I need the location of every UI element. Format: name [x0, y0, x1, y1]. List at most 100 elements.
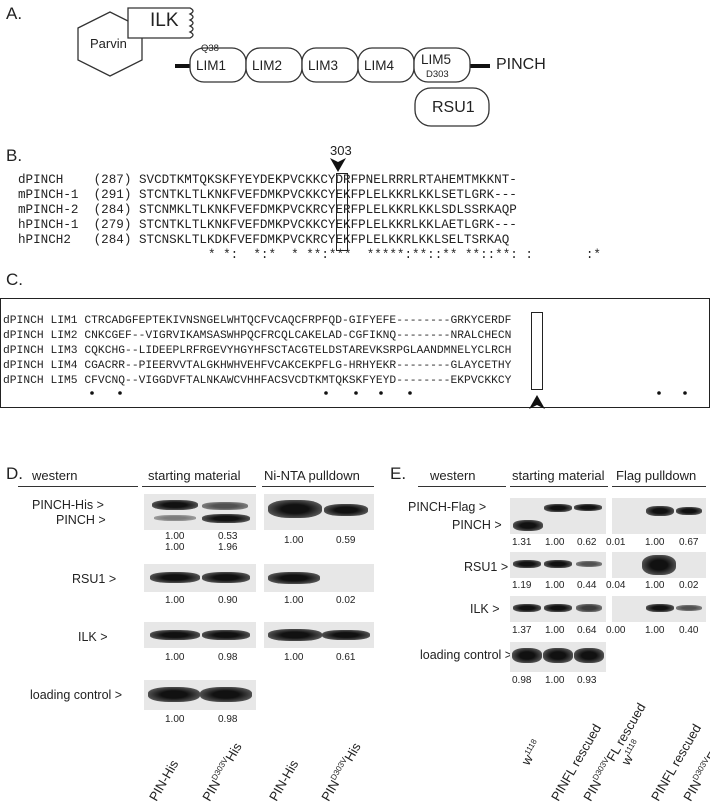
quant-value: 1.00 — [165, 542, 185, 553]
quant-value: 1.00 — [545, 625, 565, 636]
panel-d-label: D. — [6, 464, 23, 483]
ilk-shape — [127, 7, 194, 39]
quant-value: 1.37 — [512, 625, 532, 636]
quant-value: 0.02 — [336, 595, 356, 606]
quant-value: 1.00 — [165, 714, 185, 725]
lane-label: PIN-His — [146, 757, 182, 804]
quant-value: 1.00 — [284, 652, 304, 663]
blot-rsu1-pd — [612, 552, 706, 578]
quant-value: 1.00 — [284, 595, 304, 606]
pinch-text: PINCH — [496, 56, 546, 73]
quant-value: 0.98 — [218, 652, 238, 663]
lane-label: PIND303VHis — [318, 739, 364, 804]
blot-ilk-pd — [264, 622, 374, 648]
pulldown-title: Flag pulldown — [616, 468, 697, 483]
quant-value: 1.00 — [645, 625, 665, 636]
quant-value: 1.00 — [165, 595, 185, 606]
blot-ilk-pd — [612, 596, 706, 622]
panel-a-label: A. — [6, 4, 23, 23]
divider — [142, 486, 256, 487]
quant-value: 0.67 — [679, 537, 699, 548]
starting-material-title: starting material — [148, 468, 241, 483]
blot-loading-sm — [144, 680, 256, 710]
quant-value: 0.53 — [218, 531, 238, 542]
western-title: western — [32, 468, 78, 483]
d303-label: D303 — [426, 69, 449, 80]
lim4-text: LIM4 — [364, 58, 395, 73]
divider — [262, 486, 374, 487]
blot-ilk-sm — [144, 622, 256, 648]
blot-pinch-sm — [144, 494, 256, 530]
parvin-hexagon — [77, 11, 143, 77]
quant-value: 0.61 — [336, 652, 356, 663]
quant-value: 0.02 — [679, 580, 699, 591]
lim-row: dPINCH LIM5 CFVCNQ--VIGGDVFTALNKAWCVHHFA… — [3, 375, 512, 387]
panel-e-label: E. — [390, 464, 407, 483]
pinch-his-label: PINCH-His > — [32, 498, 104, 512]
consensus-row: * *: *:* * **:*** *****:**::** **::**: :… — [208, 248, 601, 262]
panel-c-label: C. — [6, 270, 23, 289]
lane-label: w1118 — [518, 737, 539, 768]
blot-ilk-sm — [510, 596, 606, 622]
q38-label: Q38 — [201, 43, 219, 54]
lim2-text: LIM2 — [252, 58, 283, 73]
lim-row: dPINCH LIM4 CGACRR--PIEERVVTALGKHWHVEHFV… — [3, 360, 512, 372]
rsu1-label: RSU1 > — [72, 572, 117, 586]
pinch-label: PINCH > — [56, 513, 106, 527]
blot-pinch-sm — [510, 498, 606, 534]
quant-value: 1.00 — [645, 580, 665, 591]
lim-row: dPINCH LIM3 CQKCHG--LIDEEPLRFRGEVYHGYHFS… — [3, 345, 512, 357]
divider — [418, 486, 506, 487]
quant-value: 0.04 — [606, 580, 626, 591]
quant-value: 0.44 — [577, 580, 597, 591]
quant-value: 0.98 — [512, 675, 532, 686]
quant-value: 0.00 — [606, 625, 626, 636]
loading-control-label: loading control > — [420, 648, 513, 662]
blot-loading-sm — [510, 642, 606, 672]
divider — [510, 486, 608, 487]
quant-value: 1.00 — [165, 531, 185, 542]
lim1-text: LIM1 — [196, 58, 227, 73]
ilk-text: ILK — [150, 10, 179, 31]
quant-value: 1.00 — [645, 537, 665, 548]
lane-label: PIN-His — [266, 757, 302, 804]
arrowhead-down-icon — [330, 158, 346, 172]
quant-value: 0.40 — [679, 625, 699, 636]
ilk-label: ILK > — [78, 630, 108, 644]
position-303-box — [336, 173, 348, 251]
lane-label: PIND303VHis — [199, 739, 245, 804]
divider — [18, 486, 138, 487]
alignment-row: mPINCH-1 (291) STCNTKLTLKNKFVEFDMKPVCKKC… — [18, 188, 517, 202]
quant-value: 0.64 — [577, 625, 597, 636]
quant-value: 1.00 — [284, 535, 304, 546]
panel-a-diagram — [77, 7, 490, 127]
parvin-text: Parvin — [90, 36, 127, 51]
position-303-label: 303 — [330, 143, 352, 158]
pinch-label: PINCH > — [452, 518, 502, 532]
blot-rsu1-pd — [264, 564, 374, 592]
arrowhead-up-icon — [529, 395, 545, 409]
ilk-label: ILK > — [470, 602, 500, 616]
panel-b-label: B. — [6, 146, 23, 165]
pinch-flag-label: PINCH-Flag > — [408, 500, 487, 514]
quant-value: 0.98 — [218, 714, 238, 725]
alignment-row: hPINCH-1 (279) STCNTKLTLKNKFVEFDMKPVCKKC… — [18, 218, 517, 232]
lim-position-box — [531, 312, 543, 390]
quant-value: 0.59 — [336, 535, 356, 546]
quant-value: 1.19 — [512, 580, 532, 591]
quant-value: 1.00 — [165, 652, 185, 663]
rsu1-shape — [414, 87, 490, 127]
lim3-text: LIM3 — [308, 58, 339, 73]
lim-row: dPINCH LIM2 CNKCGEF--VIGRVIKAMSASWHPQCFR… — [3, 330, 512, 342]
blot-pinch-pd — [264, 494, 374, 530]
western-title: western — [430, 468, 476, 483]
conserved-dots — [90, 391, 687, 395]
quant-value: 1.96 — [218, 542, 238, 553]
blot-pinch-pd — [612, 498, 706, 534]
loading-control-label: loading control > — [30, 688, 123, 702]
starting-material-title: starting material — [512, 468, 605, 483]
quant-value: 1.31 — [512, 537, 532, 548]
lim5-text: LIM5 — [421, 52, 452, 67]
quant-value: 1.00 — [545, 675, 565, 686]
quant-value: 0.90 — [218, 595, 238, 606]
